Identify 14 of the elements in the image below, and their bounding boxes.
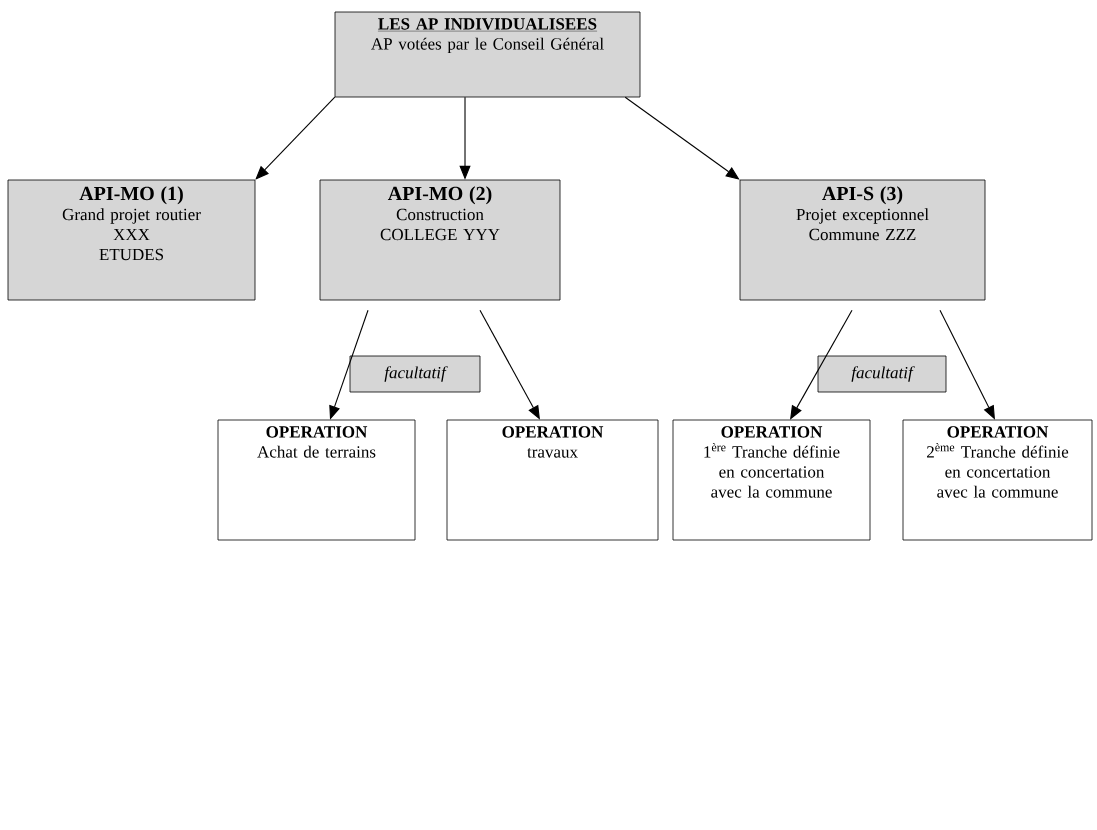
note-box: facultatif xyxy=(817,355,947,393)
arrow xyxy=(479,309,540,420)
program-box: API-MO (2) Construction COLLEGE YYY xyxy=(319,179,561,301)
arrow xyxy=(624,96,740,180)
note-box: facultatif xyxy=(349,355,481,393)
program-box: API-S (3) Projet exceptionnel Commune ZZZ xyxy=(739,179,986,301)
operation-box: OPERATION 1$^{ère}$ Tranche définie en concertation avec la commune xyxy=(672,419,871,541)
operation-box: OPERATION 2$^{ème}$ Tranche définie en concertation avec la commune xyxy=(902,419,1093,541)
program-box: API-MO (1) Grand projet routier XXX ETUDES xyxy=(7,179,256,301)
title-box: LES AP INDIVIDUALISEES AP votées par le Conseil Général xyxy=(334,11,641,98)
operation-box: OPERATION Achat de terrains xyxy=(217,419,416,541)
arrow xyxy=(790,309,853,420)
arrow xyxy=(255,96,336,180)
operation-box: OPERATION travaux xyxy=(446,419,659,541)
